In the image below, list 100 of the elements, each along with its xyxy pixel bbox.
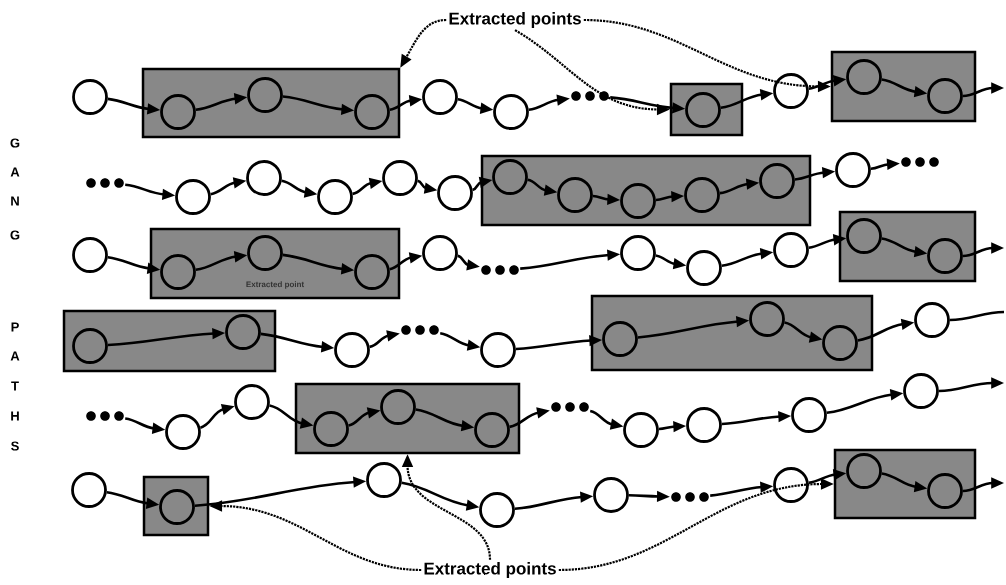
arrow (655, 254, 687, 270)
ellipsis-dots (571, 91, 609, 101)
side-letter: G (10, 138, 20, 148)
leader-line (400, 18, 447, 68)
arrow (721, 410, 792, 426)
circle-node (72, 237, 108, 273)
circle-node (422, 79, 458, 115)
circle-node (382, 160, 418, 196)
arrow (720, 89, 774, 110)
circle-node (72, 79, 108, 115)
arrow (658, 420, 687, 433)
circle-node (686, 250, 722, 286)
circle-node (623, 412, 659, 448)
circle-node (903, 373, 939, 409)
circle-node (422, 235, 458, 271)
side-letter: G (10, 230, 20, 240)
circle-node (479, 492, 515, 528)
arrow (962, 82, 1004, 98)
arrow (528, 94, 570, 112)
arrow (107, 97, 161, 115)
arrow (106, 490, 160, 509)
arrow (857, 318, 915, 342)
arrow (610, 96, 686, 114)
arrow (417, 179, 438, 194)
leader-line (558, 478, 834, 572)
circle-node (593, 477, 629, 513)
leader-line (583, 18, 831, 93)
arrow (352, 177, 383, 196)
ellipsis-dots (86, 411, 124, 421)
circle-node (914, 302, 950, 338)
circle-node (437, 175, 473, 211)
arrow (282, 253, 355, 275)
arrow (808, 234, 847, 250)
side-letter: T (11, 381, 19, 391)
arrow (515, 334, 603, 351)
circle-node (71, 472, 107, 508)
arrow (401, 481, 480, 511)
circle-node (791, 397, 827, 433)
circle-node (773, 467, 809, 503)
arrow (808, 469, 847, 485)
ellipsis-dots (481, 265, 519, 275)
circle-node (317, 179, 353, 215)
ellipsis-dots (551, 402, 589, 412)
side-letter: A (10, 167, 20, 177)
arrow (125, 183, 176, 200)
side-letter: N (11, 196, 19, 206)
arrow (369, 330, 400, 349)
arrow (415, 408, 475, 432)
circle-node (175, 179, 211, 215)
arrow (962, 242, 1004, 258)
arrow (457, 97, 494, 114)
circle-node (620, 235, 656, 271)
ellipsis-dots (86, 178, 124, 188)
arrow (199, 403, 235, 429)
arrow (210, 177, 247, 196)
circle-node (165, 414, 201, 450)
arrow (637, 316, 750, 339)
arrow (520, 249, 621, 270)
circle-node (493, 94, 529, 130)
callout-text: Extracted points (449, 12, 581, 28)
arrow (794, 167, 836, 181)
arrow (260, 332, 335, 353)
arrow (514, 491, 594, 511)
circle-node (366, 462, 402, 498)
arrow (107, 327, 226, 347)
arrow (195, 251, 248, 272)
arrow (107, 255, 161, 274)
arrow (710, 481, 774, 497)
circle-node (773, 73, 809, 109)
arrow (655, 190, 685, 203)
arrow (457, 254, 480, 271)
arrow (389, 95, 423, 112)
arrow (269, 404, 314, 429)
side-letter: S (11, 441, 19, 451)
ellipsis-dots (401, 325, 439, 335)
arrow (472, 176, 493, 192)
arrow (439, 331, 481, 351)
arrow (881, 472, 928, 493)
leader-line (209, 500, 422, 572)
arrow (881, 237, 928, 258)
arrow (721, 248, 774, 268)
circle-node (234, 384, 270, 420)
circle-node (480, 332, 516, 368)
callout-text: Extracted points (424, 562, 556, 578)
arrow (881, 78, 928, 98)
side-letter: A (10, 351, 20, 361)
arrow (348, 407, 381, 427)
arrow (719, 178, 760, 195)
arrow (194, 476, 367, 508)
arrow (592, 193, 621, 206)
side-letter: H (11, 411, 19, 421)
side-letter: P (11, 322, 19, 332)
circle-node (686, 407, 722, 443)
circle-node (246, 160, 282, 196)
leader-line (401, 454, 492, 561)
arrow (938, 377, 1004, 393)
ellipsis-dots (901, 157, 939, 167)
circle-node (773, 232, 809, 268)
circle-node (835, 152, 871, 188)
arrow (826, 389, 904, 415)
